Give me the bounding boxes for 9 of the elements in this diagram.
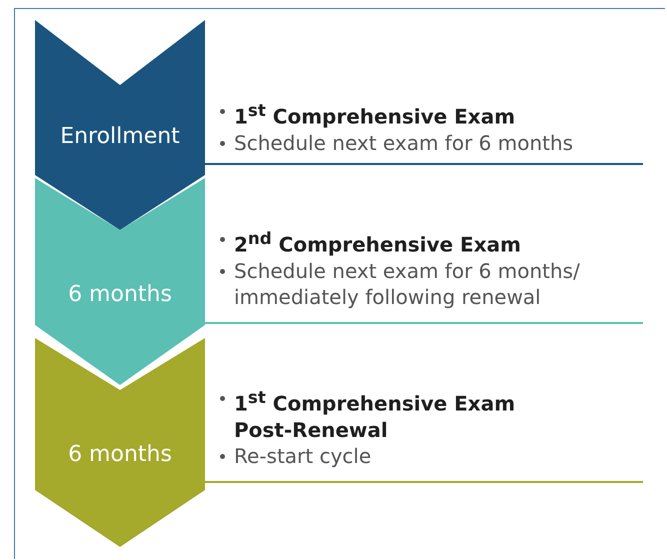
step-label: 6 months xyxy=(67,282,173,307)
step-label: Enrollment xyxy=(59,124,181,149)
bullet-text: Schedule next exam for 6 months/ immediately following renewal xyxy=(234,258,581,310)
bullet-text: Re-start cycle xyxy=(234,442,372,469)
step-label: 6 months xyxy=(67,442,173,467)
exam-heading: 2$^{nd}$ Comprehensive Exam xyxy=(234,228,522,258)
exam-heading: 1$^{st}$ Comprehensive Exam Post-Renewal xyxy=(234,387,516,443)
bullet-text: Schedule next exam for 6 months xyxy=(234,130,574,156)
exam-heading: 1$^{st}$ Comprehensive Exam xyxy=(234,100,516,130)
